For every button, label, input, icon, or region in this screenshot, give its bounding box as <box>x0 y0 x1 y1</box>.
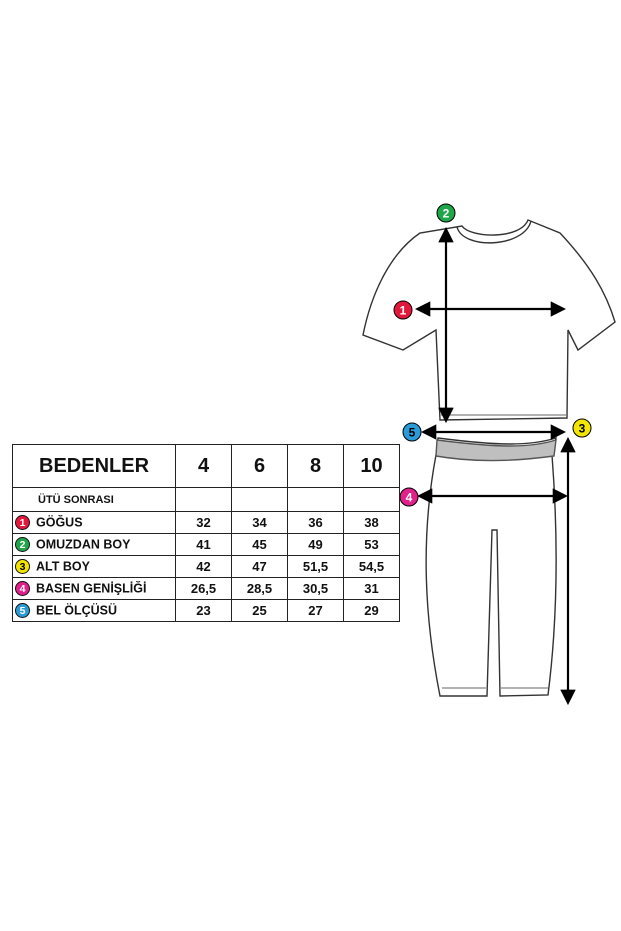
number-badge: 3 <box>15 559 30 575</box>
number-badge: 1 <box>15 515 30 531</box>
table-subheader-row: ÜTÜ SONRASI <box>12 487 400 512</box>
size-header: 4 <box>175 444 232 488</box>
size-header: 6 <box>231 444 288 488</box>
marker-1: 1 <box>393 300 413 320</box>
number-badge: 4 <box>15 581 30 597</box>
number-badge: 5 <box>15 603 30 619</box>
svg-text:4: 4 <box>406 491 413 505</box>
svg-text:1: 1 <box>400 304 407 318</box>
row-label: GÖĞUS <box>36 515 83 530</box>
number-badge: 2 <box>15 537 30 553</box>
marker-2: 2 <box>436 203 456 223</box>
svg-text:2: 2 <box>443 207 450 221</box>
size-header: 8 <box>287 444 344 488</box>
row-label: BASEN GENİŞLİĞİ <box>36 581 147 596</box>
header-label: BEDENLER <box>12 444 176 488</box>
subheader-label: ÜTÜ SONRASI <box>12 487 176 512</box>
marker-4: 4 <box>399 487 419 507</box>
row-label: OMUZDAN BOY <box>36 537 131 552</box>
table-header-row: BEDENLER 4 6 8 10 <box>12 444 400 488</box>
leggings-outline <box>425 436 557 697</box>
tshirt-outline <box>362 219 616 421</box>
marker-3: 3 <box>572 418 592 438</box>
row-label: BEL ÖLÇÜSÜ <box>36 603 118 618</box>
svg-text:5: 5 <box>409 426 416 440</box>
measure-arrows <box>414 226 576 706</box>
size-header: 10 <box>343 444 400 488</box>
row-label: ALT BOY <box>36 559 90 574</box>
marker-5: 5 <box>402 422 422 442</box>
svg-text:3: 3 <box>579 422 586 436</box>
